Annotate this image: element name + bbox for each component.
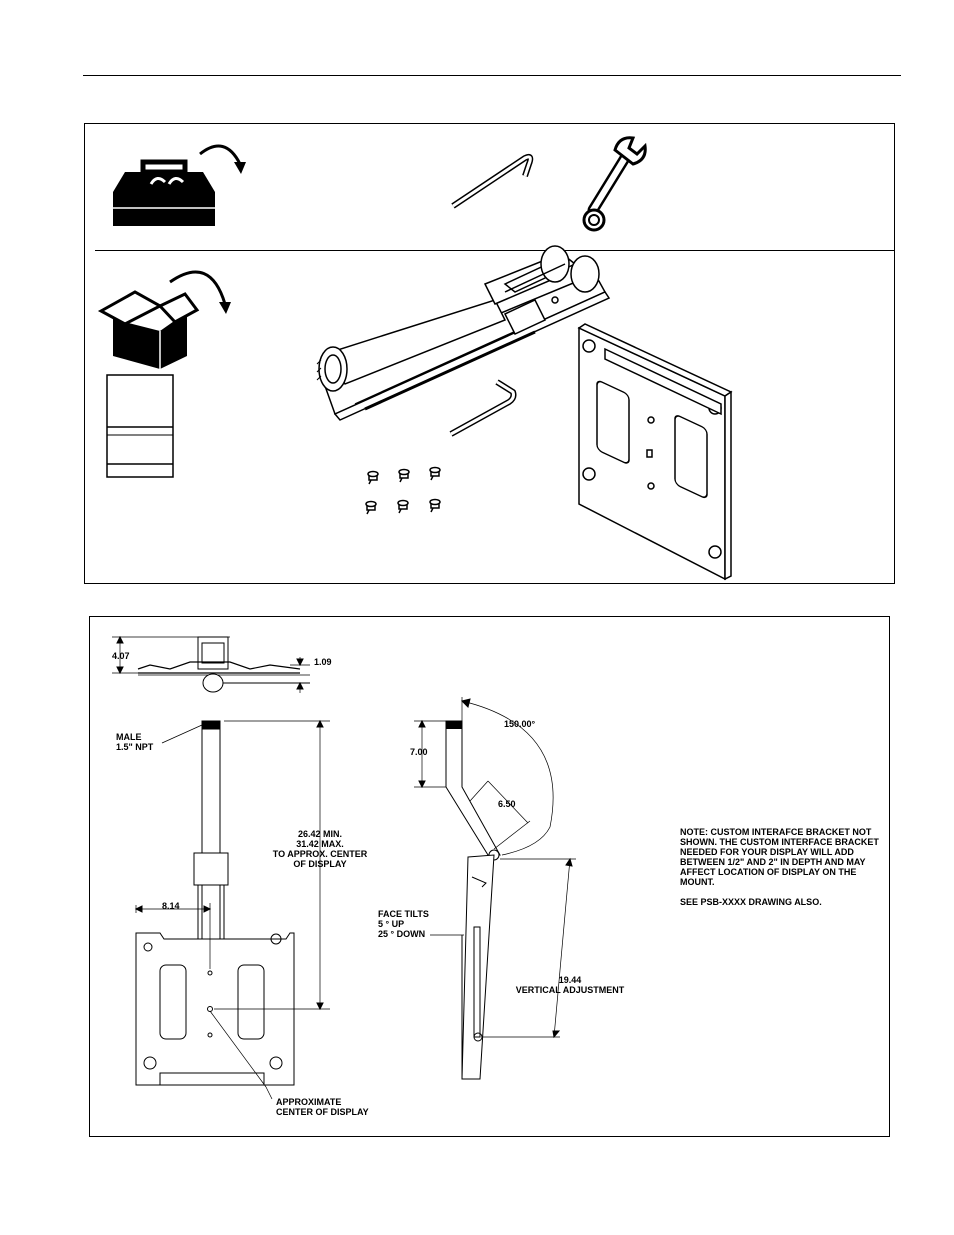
front-view-drawing (134, 719, 330, 1100)
mounting-plate-icon (577, 323, 733, 581)
label-center-of-display: APPROXIMATE CENTER OF DISPLAY (276, 1097, 369, 1117)
label-pipe-thread: MALE 1.5" NPT (116, 732, 154, 752)
dimension-vertical-adjustment: 19.44 VERTICAL ADJUSTMENT (515, 975, 625, 995)
dimension-drawing (112, 635, 576, 1100)
mount-arm-icon (316, 245, 611, 421)
hex-key-icon (451, 153, 534, 209)
dimension-column-length: 26.42 MIN. 31.42 MAX. TO APPROX. CENTER … (272, 829, 368, 869)
dimension-depth-side: 1.09 (314, 657, 332, 667)
wrench-icon (582, 136, 647, 232)
label-tilt-range: FACE TILTS 5 ° UP 25 ° DOWN (378, 909, 429, 939)
panel-divider (95, 250, 894, 251)
side-view-drawing (414, 697, 576, 1080)
top-view-drawing (112, 635, 310, 693)
tools-illustrations (97, 136, 733, 581)
note-paragraph-1: NOTE: CUSTOM INTERAFCE BRACKET NOT SHOWN… (680, 827, 879, 887)
note-paragraph-2: SEE PSB-XXXX DRAWING ALSO. (680, 897, 822, 907)
manual-icon (106, 374, 174, 478)
dimension-tilt-angle: 150.00° (504, 719, 536, 729)
dimension-offset: 8.14 (162, 901, 180, 911)
header-rule (83, 75, 901, 76)
open-box-icon (97, 270, 231, 369)
dimensions-panel: 4.07 1.09 MALE 1.5" NPT 26.42 MIN. 31.42… (89, 616, 890, 1137)
toolbox-icon (113, 144, 246, 226)
hex-key-icon (449, 379, 517, 437)
screws-icon (365, 466, 441, 515)
dimension-upper-section: 7.00 (410, 747, 428, 757)
note-block: NOTE: CUSTOM INTERAFCE BRACKET NOT SHOWN… (680, 827, 880, 917)
tools-and-parts-panel (84, 123, 895, 584)
dimension-angled-section: 6.50 (498, 799, 516, 809)
dimension-height-top: 4.07 (112, 651, 130, 661)
